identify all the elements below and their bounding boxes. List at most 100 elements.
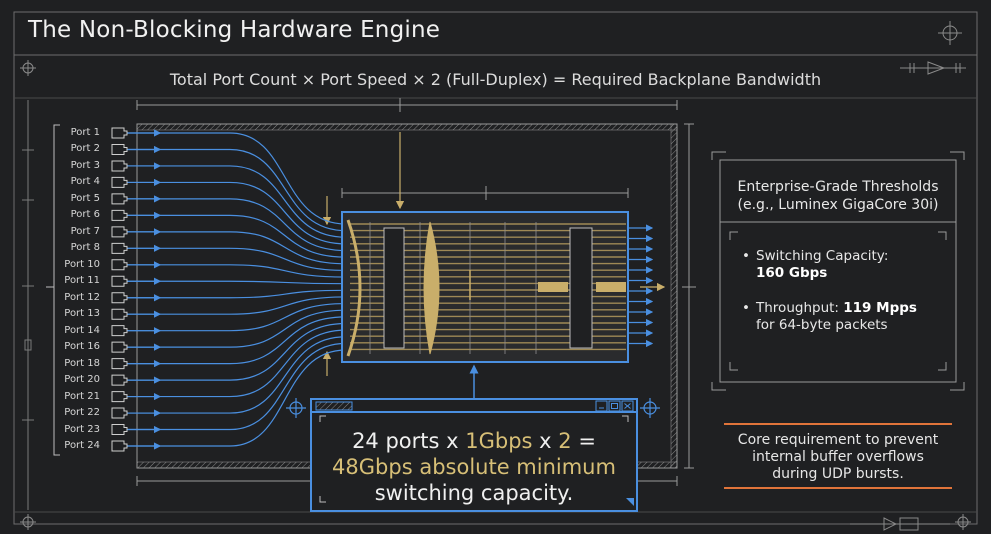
ethernet-port-icon	[111, 358, 128, 370]
callout-line2: 48Gbps absolute minimum	[312, 454, 636, 480]
port-label: Port 14	[64, 324, 100, 336]
core-note-line1: Core requirement to prevent	[737, 432, 939, 448]
bullet: •	[742, 300, 750, 316]
ethernet-port-icon	[111, 341, 128, 353]
switching-capacity-label: Switching Capacity:	[756, 248, 889, 264]
ethernet-port-icon	[111, 308, 128, 320]
window-maximize-icon[interactable]	[608, 400, 621, 412]
port-bracket	[46, 124, 60, 456]
port-label: Port 5	[70, 192, 100, 204]
port-label: Port 11	[64, 275, 100, 287]
port-signal-line	[127, 247, 347, 272]
callout-line1: 24 ports x 1Gbps x 2 =	[312, 428, 636, 454]
ethernet-port-icon	[111, 440, 128, 452]
port-signal-line	[127, 214, 347, 258]
port-label: Port 8	[70, 242, 100, 254]
port-signal-line	[127, 165, 347, 238]
port-signal-line	[127, 181, 347, 245]
callout-line3: switching capacity.	[374, 481, 574, 505]
port-signal-line	[127, 342, 347, 431]
ethernet-port-icon	[111, 275, 128, 287]
port-label: Port 12	[64, 291, 100, 303]
port-signal-line	[127, 198, 347, 252]
port-label: Port 6	[70, 209, 100, 221]
port-label: Port 21	[64, 390, 100, 402]
port-signal-line	[127, 349, 347, 447]
port-label: Port 18	[64, 357, 100, 369]
port-signal-line	[127, 322, 347, 381]
ethernet-port-icon	[111, 209, 128, 221]
core-note-rules	[724, 423, 952, 489]
capacity-callout-window: 24 ports x 1Gbps x 2 = 48Gbps absolute m…	[310, 398, 638, 512]
port-signal-line	[127, 280, 347, 285]
port-label: Port 24	[64, 440, 100, 451]
port-signal-line	[127, 329, 347, 398]
alignment-arrows	[322, 132, 666, 376]
port-signal-line	[127, 316, 347, 365]
ethernet-port-icon	[111, 160, 128, 172]
port-label: Port 22	[64, 407, 100, 419]
callout-title-bar	[312, 400, 636, 413]
callout-crosshairs	[286, 398, 660, 418]
port-signal-line	[127, 296, 347, 315]
port-label: Port 16	[64, 341, 100, 353]
port-speed-highlight: 1Gbps	[465, 429, 533, 453]
left-dimension-ticks	[22, 100, 34, 510]
port-connectors	[111, 127, 128, 452]
page-title: The Non-Blocking Hardware Engine	[28, 17, 441, 43]
throughput-note: for 64-byte packets	[756, 317, 888, 333]
port-label: Port 13	[64, 308, 100, 320]
ethernet-port-icon	[111, 127, 128, 139]
port-signal-line	[127, 148, 347, 232]
ethernet-port-icon	[111, 193, 128, 205]
ethernet-port-icon	[111, 259, 128, 271]
port-label: Port 10	[64, 258, 100, 270]
port-label: Port 1	[70, 127, 100, 138]
throughput-value: 119 Mpps	[843, 300, 917, 316]
switching-capacity-value: 160 Gbps	[756, 265, 828, 281]
connector-symbol-icon	[850, 517, 950, 531]
port-signal-lines	[127, 129, 347, 450]
callout-text: =	[571, 429, 596, 453]
window-minimize-icon[interactable]	[595, 400, 608, 412]
ethernet-port-icon	[111, 143, 128, 155]
minimum-highlight: absolute minimum	[412, 455, 616, 479]
throughput-label: Throughput:	[756, 300, 844, 316]
ethernet-port-icon	[111, 226, 128, 238]
port-label: Port 3	[70, 159, 100, 171]
ethernet-port-icon	[111, 242, 128, 254]
ethernet-port-icon	[111, 391, 128, 403]
output-signal-lines	[628, 224, 654, 348]
port-signal-line	[127, 309, 347, 348]
port-signal-line	[127, 289, 347, 299]
ethernet-port-icon	[111, 374, 128, 386]
core-requirement-note: Core requirement to prevent internal buf…	[724, 424, 952, 488]
thresholds-title-line2: (e.g., Luminex GigaCore 30i)	[737, 197, 939, 213]
circuit-symbol-icon	[900, 61, 966, 75]
port-signal-line	[127, 132, 347, 225]
ethernet-port-icon	[111, 325, 128, 337]
callout-text: x	[532, 429, 559, 453]
thresholds-title: Enterprise-Grade Thresholds (e.g., Lumin…	[720, 178, 956, 214]
port-label: Port 20	[64, 374, 100, 386]
bullet: •	[742, 248, 750, 264]
thresholds-panel: Enterprise-Grade Thresholds (e.g., Lumin…	[720, 160, 956, 382]
capacity-callout-text: 24 ports x 1Gbps x 2 = 48Gbps absolute m…	[312, 428, 636, 506]
port-signal-line	[127, 302, 347, 332]
throughput-item: • Throughput: 119 Mpps for 64-byte packe…	[742, 300, 942, 334]
port-signal-line	[127, 264, 347, 278]
switching-fabric-chip	[341, 211, 629, 363]
crosshair-icon	[20, 21, 971, 530]
port-signal-line	[127, 336, 347, 414]
callout-text: 24 ports x	[352, 429, 466, 453]
window-close-icon[interactable]	[621, 400, 634, 412]
thresholds-title-line1: Enterprise-Grade Thresholds	[737, 179, 939, 195]
port-label: Port 2	[70, 143, 100, 155]
bandwidth-formula: Total Port Count × Port Speed × 2 (Full-…	[169, 70, 822, 89]
port-signal-line	[127, 231, 347, 265]
ethernet-port-icon	[111, 292, 128, 304]
bandwidth-result-highlight: 48Gbps	[332, 455, 413, 479]
ethernet-port-icon	[111, 176, 128, 188]
core-note-line2: internal buffer overflows	[752, 449, 924, 465]
